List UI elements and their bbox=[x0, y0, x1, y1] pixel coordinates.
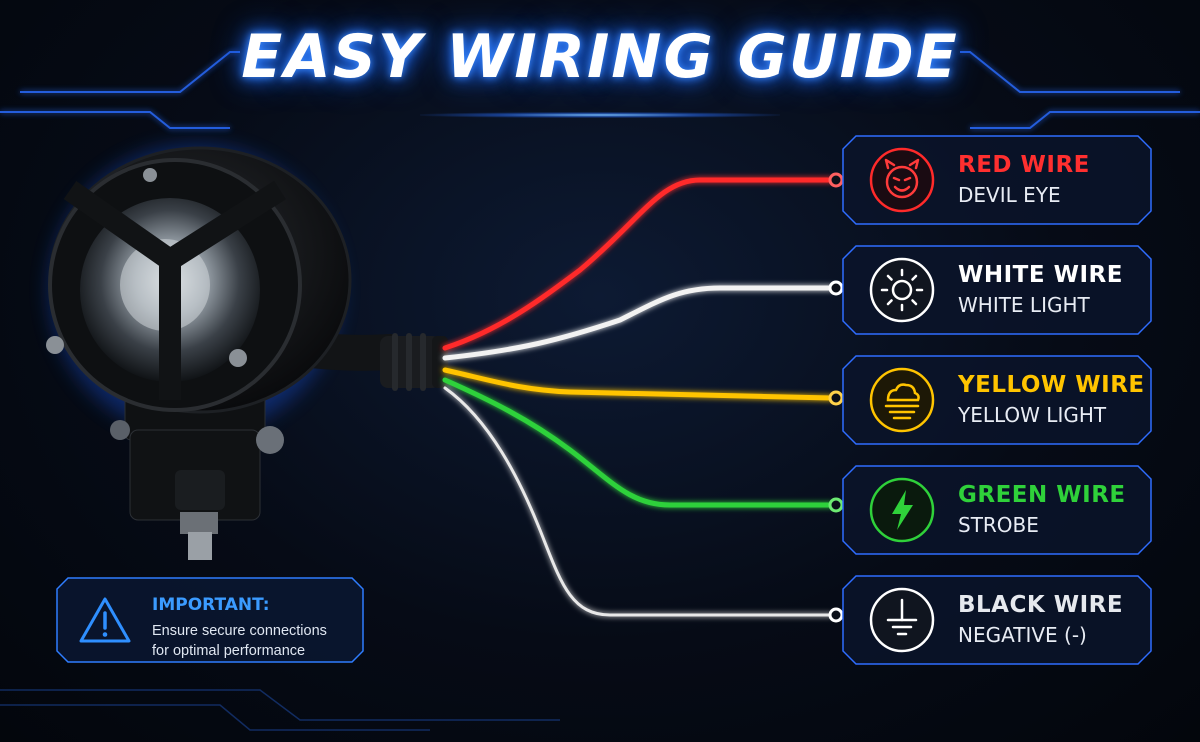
wire-card-black: BLACK WIRE NEGATIVE (-) bbox=[842, 575, 1152, 665]
wire-end-terminals bbox=[828, 172, 844, 623]
wire-name: RED WIRE bbox=[958, 152, 1090, 178]
wire-name: GREEN WIRE bbox=[958, 482, 1126, 508]
wire-function: NEGATIVE (-) bbox=[958, 623, 1087, 647]
wire-function: WHITE LIGHT bbox=[958, 293, 1090, 317]
wire-card-green: GREEN WIRE STROBE bbox=[842, 465, 1152, 555]
lightning-icon bbox=[868, 476, 936, 544]
wire-name: BLACK WIRE bbox=[958, 592, 1124, 618]
wire-function: STROBE bbox=[958, 513, 1039, 537]
white-wire bbox=[442, 285, 835, 361]
fog-light-icon bbox=[868, 366, 936, 434]
green-wire bbox=[442, 377, 835, 508]
title-underline-glow bbox=[420, 112, 780, 118]
wire-card-yellow: YELLOW WIRE YELLOW LIGHT bbox=[842, 355, 1152, 445]
note-frame bbox=[56, 577, 364, 663]
circuit-decoration-bottom bbox=[0, 689, 560, 731]
light-housing bbox=[46, 146, 352, 414]
yellow-wire bbox=[442, 367, 835, 401]
wire-function: DEVIL EYE bbox=[958, 183, 1061, 207]
devil-icon bbox=[868, 146, 936, 214]
cable-boot bbox=[380, 333, 448, 391]
wire-card-red: RED WIRE DEVIL EYE bbox=[842, 135, 1152, 225]
circuit-decoration-left bbox=[0, 51, 240, 129]
page-title: EASY WIRING GUIDE bbox=[241, 22, 959, 92]
important-line-2: for optimal performance bbox=[152, 643, 306, 659]
warning-icon bbox=[79, 597, 131, 643]
important-text: Ensure secure connections for optimal pe… bbox=[152, 621, 352, 661]
black-wire bbox=[443, 386, 834, 617]
wire-function: YELLOW LIGHT bbox=[958, 403, 1107, 427]
wire-card-white: WHITE WIRE WHITE LIGHT bbox=[842, 245, 1152, 335]
ground-icon bbox=[868, 586, 936, 654]
wire-name: YELLOW WIRE bbox=[958, 372, 1145, 398]
important-note: IMPORTANT: Ensure secure connections for… bbox=[56, 577, 364, 663]
red-wire bbox=[442, 177, 835, 351]
sun-icon bbox=[868, 256, 936, 324]
important-title: IMPORTANT: bbox=[152, 595, 270, 615]
circuit-decoration-right bbox=[960, 51, 1200, 129]
wire-name: WHITE WIRE bbox=[958, 262, 1123, 288]
important-line-1: Ensure secure connections bbox=[152, 623, 327, 639]
